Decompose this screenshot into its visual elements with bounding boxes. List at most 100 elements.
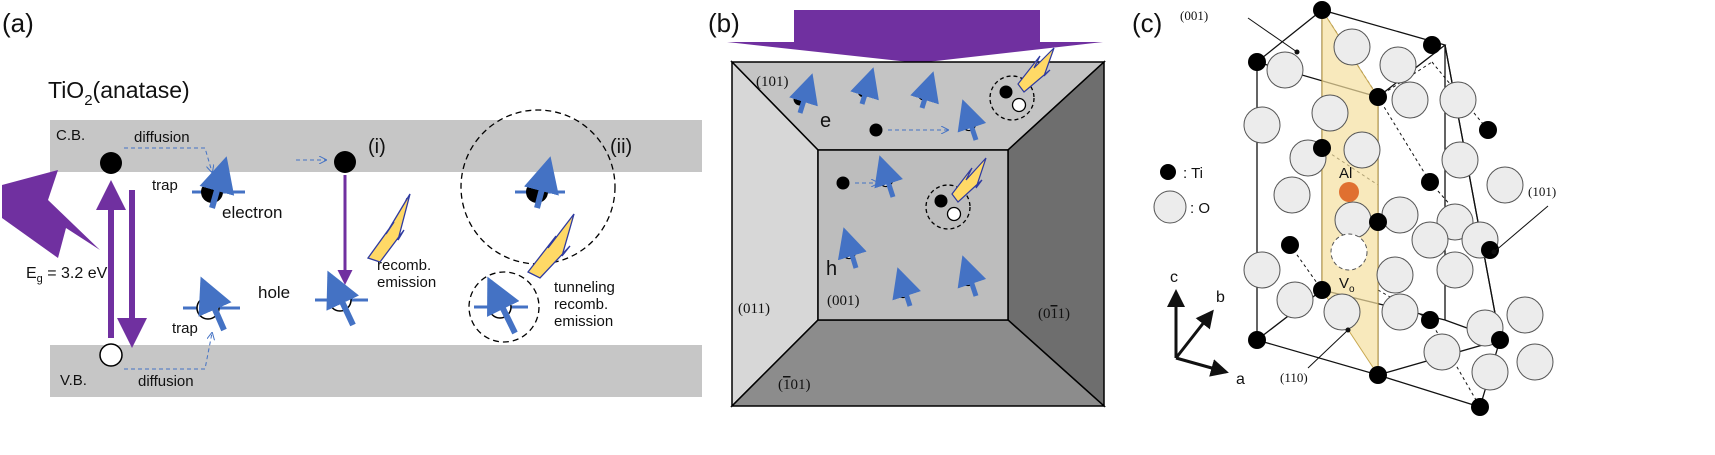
oxygen-atom (1439, 81, 1477, 119)
electron (934, 194, 948, 208)
tunneling-pair-circle (989, 75, 1035, 121)
spin-arrow (326, 270, 360, 327)
oxygen-atom (1411, 221, 1449, 259)
facet-110-label: (110) (1280, 370, 1308, 385)
leader-line (1307, 329, 1349, 369)
legend-ti-label: : Ti (1183, 165, 1203, 182)
oxygen-atom (1441, 141, 1479, 179)
facet-101-label: (101) (756, 74, 789, 90)
oxygen-atom (1423, 333, 1461, 371)
leader-line (1247, 17, 1298, 53)
legend-ti-swatch (1160, 164, 1176, 180)
diffusion-top-arrow (124, 147, 212, 172)
facet-001-label: (001) (827, 293, 860, 309)
spin-arrow (957, 255, 987, 297)
spin-arrow (874, 155, 903, 198)
oxygen-vacancy (1330, 233, 1368, 271)
light-bolt-icon (2, 170, 100, 258)
case-ii-label: (ii) (610, 136, 632, 158)
titanium-atom (1248, 53, 1266, 71)
oxygen-atom (1273, 176, 1311, 214)
spin-arrow (789, 73, 818, 114)
conduction-band (50, 120, 702, 172)
emission-bolt-icon (1017, 47, 1055, 93)
bandgap-label: Eg = 3.2 eV (26, 265, 108, 285)
titanium-atom (1421, 173, 1439, 191)
titanium-atom (1313, 281, 1331, 299)
legend-o-label: : O (1190, 200, 1210, 217)
valence-band (50, 345, 702, 397)
diffusion-bottom-label: diffusion (138, 373, 194, 390)
incident-light-arrow (727, 10, 1103, 63)
case-i-label: (i) (368, 136, 386, 158)
titanium-atoms (1248, 1, 1509, 416)
spin-arrow (850, 67, 879, 105)
facet-101-label: (101) (1528, 184, 1556, 199)
oxygen-atom (1379, 46, 1417, 84)
tunnel-label-line2: recomb. (554, 296, 608, 313)
titanium-atom (1479, 121, 1497, 139)
vb-label: V.B. (60, 372, 87, 389)
facet-001-label: (001) (1180, 8, 1208, 23)
spin-arrow (198, 276, 232, 332)
aluminum-dopant (1339, 182, 1359, 202)
electron (999, 85, 1013, 99)
oxygen-atom (1391, 81, 1429, 119)
leader-dot (1491, 249, 1497, 255)
titanium-atom (1423, 36, 1441, 54)
titanium-atom (1421, 311, 1439, 329)
axis-a-arrow (1175, 356, 1229, 377)
tunneling-region-small (468, 271, 540, 343)
legend-o-swatch (1153, 190, 1187, 224)
oxygen-atom (1376, 256, 1414, 294)
oxygen-atom (1436, 251, 1474, 289)
recomb-label-line1: recomb. (377, 257, 431, 274)
leader-dot (1345, 327, 1351, 333)
oxygen-atom (1243, 106, 1281, 144)
oxygen-atom (1276, 281, 1314, 319)
panel-a-letter: (a) (2, 8, 34, 38)
titanium-atom (1491, 331, 1509, 349)
panel-c: (c) (1132, 1, 1556, 416)
hole-label: hole (258, 283, 290, 302)
electron-e-label: e (820, 110, 831, 132)
oxygen-atom (1311, 94, 1349, 132)
trap-bottom-label: trap (172, 320, 198, 337)
cb-electron (100, 152, 122, 174)
oxygen-atom (1506, 296, 1544, 334)
vacancy-label: Vo (1339, 275, 1355, 295)
oxygen-atom (1266, 51, 1304, 89)
panel-b-letter: (b) (708, 8, 740, 38)
oxygen-atom (1381, 293, 1419, 331)
hole (1011, 97, 1027, 113)
titanium-atom (1281, 236, 1299, 254)
oxygen-atom (1381, 196, 1419, 234)
titanium-atom (1369, 88, 1387, 106)
spin-arrow (892, 267, 921, 307)
titanium-atom (1313, 1, 1331, 19)
emission-bolt-icon (951, 157, 987, 203)
electron (836, 176, 850, 190)
oxygen-atom (1243, 251, 1281, 289)
oxygen-atom (1343, 131, 1381, 169)
facet-minus1-01-label: (101) (778, 377, 811, 393)
panel-b: (b) (101) (011) (001) (011) (101) e h (708, 8, 1106, 408)
spin-arrow (910, 71, 939, 109)
axis-c-label: c (1170, 269, 1178, 286)
oxygen-atom (1471, 353, 1509, 391)
material-title: TiO2(anatase) (48, 77, 190, 109)
spin-arrow (524, 156, 559, 209)
recomb-label-line2: emission (377, 274, 436, 291)
tunnel-label-line3: emission (554, 313, 613, 330)
titanium-atom (1481, 241, 1499, 259)
oxygen-atom (1334, 201, 1372, 239)
oxygen-atom (1516, 343, 1554, 381)
electron (869, 123, 883, 137)
facet-011-label: (011) (738, 301, 770, 317)
titanium-atom (1369, 366, 1387, 384)
leader-dot (1294, 49, 1300, 55)
tunneling-pair-circle (925, 184, 971, 230)
oxygen-atom (1333, 28, 1371, 66)
oxygen-atom (1486, 166, 1524, 204)
